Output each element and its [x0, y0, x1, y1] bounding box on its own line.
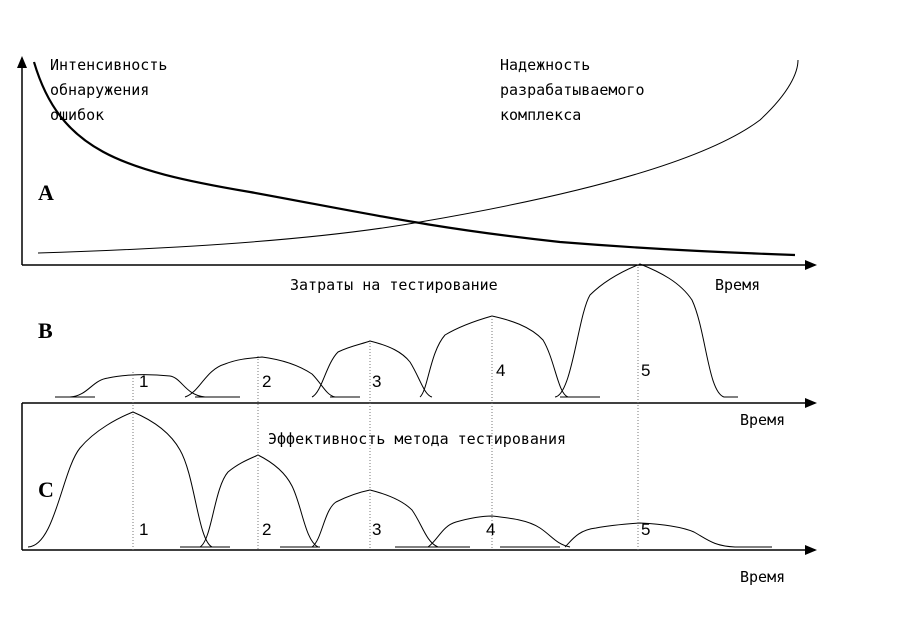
panel-b-label: B	[38, 318, 53, 343]
intensity-label-line-2: обнаружения	[50, 81, 149, 99]
reliability-label-line-1: Надежность	[500, 56, 590, 74]
panel-c-time-label: Время	[740, 568, 785, 586]
reliability-label-line-2: разрабатываемого	[500, 81, 645, 99]
panel-c-marker-2: 2	[262, 520, 271, 539]
panel-b-title: Затраты на тестирование	[290, 276, 498, 294]
panel-c-marker-3: 3	[372, 520, 381, 539]
efficiency-curve-phase-4	[427, 515, 571, 548]
intensity-label-line-3: ошибок	[50, 106, 104, 124]
error-detection-intensity-curve	[32, 61, 796, 257]
intensity-label-line-1: Интенсивность	[50, 56, 167, 74]
panel-b-time-label: Время	[740, 411, 785, 429]
panel-b-marker-1: 1	[139, 372, 148, 391]
efficiency-curve-phase-5	[564, 522, 772, 548]
reliability-label-line-3: комплекса	[500, 106, 581, 124]
panel-b-marker-5: 5	[641, 361, 650, 380]
panel-b-marker-2: 2	[262, 372, 271, 391]
phase-guide-lines	[132, 264, 639, 550]
panel-b-marker-3: 3	[372, 372, 381, 391]
panel-c-label: C	[38, 477, 54, 502]
panel-a-label: A	[38, 180, 54, 205]
efficiency-curve-phase-2	[199, 454, 319, 548]
panel-a-time-label: Время	[715, 276, 760, 294]
efficiency-curve-phase-1	[27, 411, 213, 548]
cost-curve-phase-5	[554, 263, 738, 398]
cost-curve-phase-1	[69, 374, 206, 398]
reliability-curve	[37, 59, 799, 254]
cost-curve-phase-4	[419, 315, 569, 398]
panel-c-marker-1: 1	[139, 520, 148, 539]
cost-curve-phase-2	[184, 356, 336, 398]
panel-c-marker-5: 5	[641, 520, 650, 539]
panel-b-marker-4: 4	[496, 361, 505, 380]
panel-c-marker-4: 4	[486, 520, 495, 539]
panel-c-title: Эффективность метода тестирования	[268, 430, 566, 448]
